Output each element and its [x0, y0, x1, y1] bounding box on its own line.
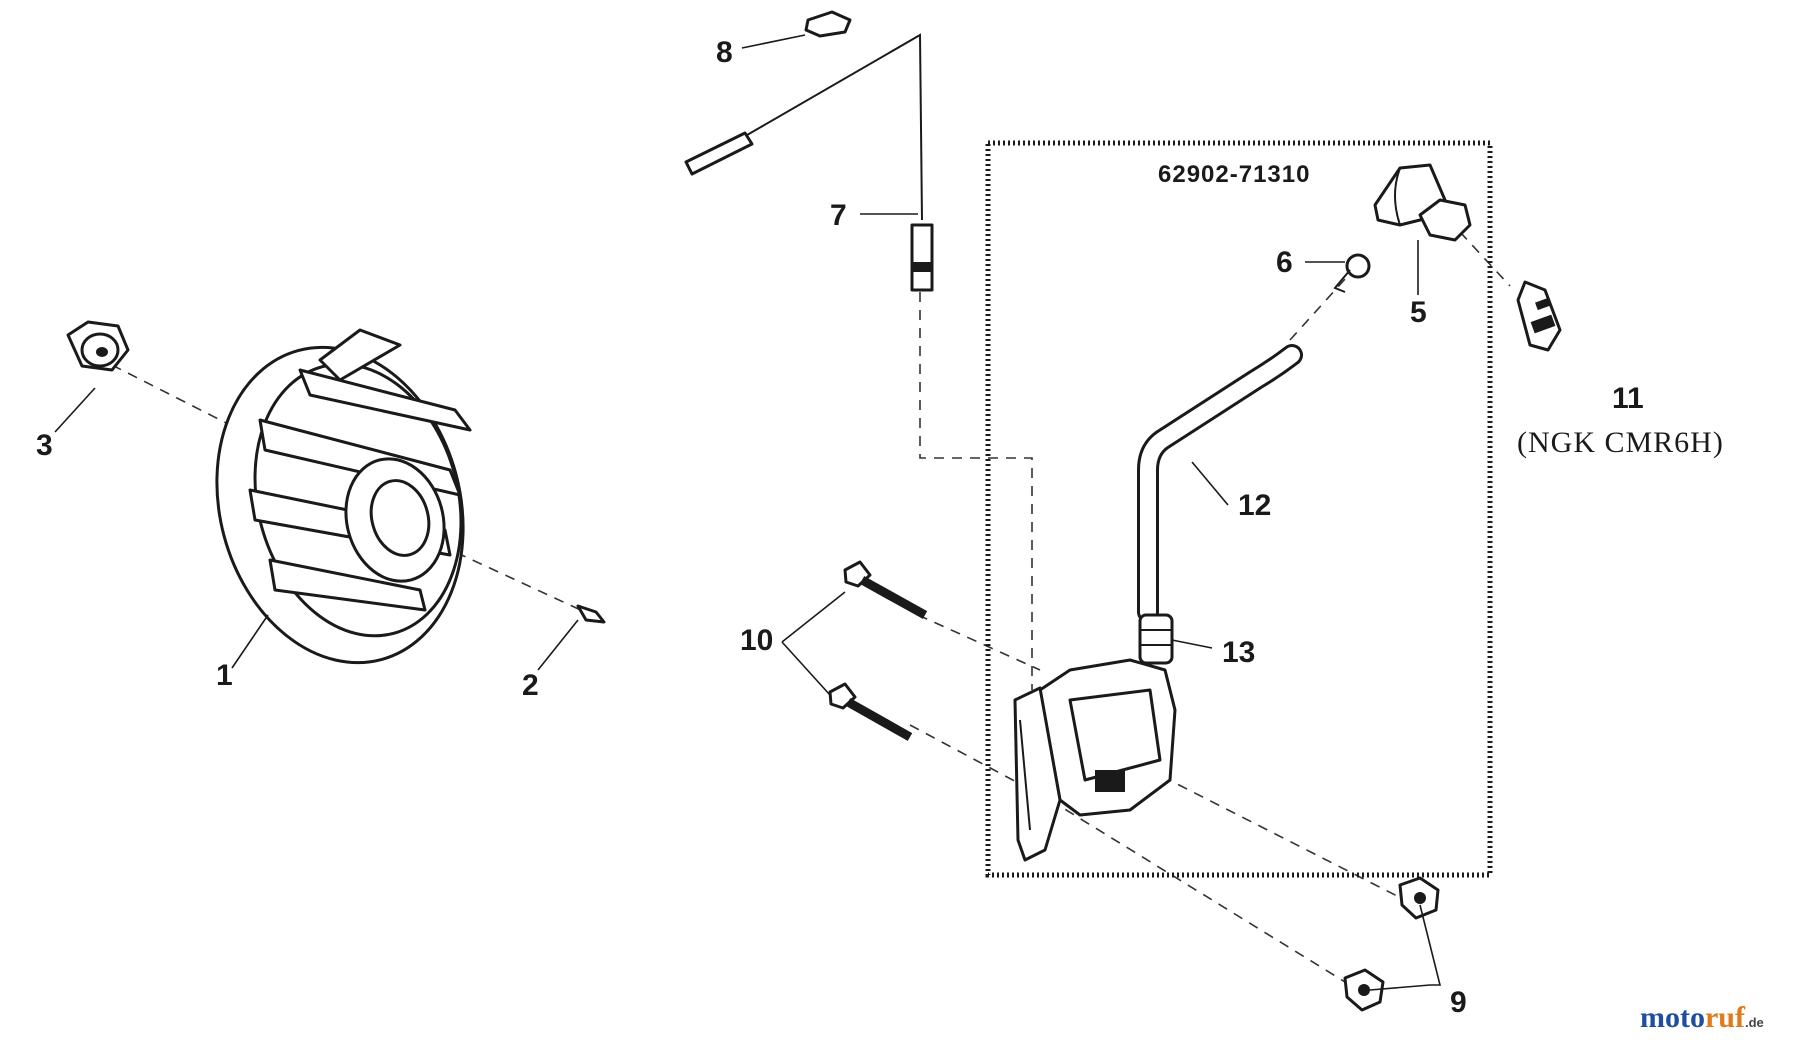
watermark-logo: motoruf.de	[1640, 1001, 1764, 1034]
flywheel-nut-part	[66, 320, 130, 372]
watermark-suffix: ruf	[1705, 1001, 1746, 1034]
ignition-coil-part	[1013, 658, 1177, 862]
callout-8: 8	[716, 36, 733, 69]
grommet-part	[804, 10, 852, 38]
callout-5: 5	[1410, 296, 1427, 329]
ignition-coil-assembly-box	[985, 140, 1493, 878]
ignition-lead-part	[1137, 344, 1303, 623]
spark-plug-part	[1516, 280, 1562, 352]
woodruff-key-part	[576, 604, 606, 624]
callout-labels: 1 2 3 5 6 7 8 9 10 11 12 13	[36, 36, 1644, 1019]
callout-10: 10	[740, 624, 773, 657]
watermark-tld: .de	[1745, 1015, 1764, 1030]
callout-3: 3	[36, 429, 53, 462]
callout-7: 7	[830, 199, 847, 232]
callout-13: 13	[1222, 636, 1255, 669]
callout-11: 11	[1612, 382, 1644, 415]
lead-boot-part	[1138, 613, 1174, 665]
coil-nuts-part	[1343, 876, 1440, 1012]
leader-lines	[54, 34, 1442, 991]
callout-12: 12	[1238, 489, 1271, 522]
watermark-prefix: moto	[1640, 1001, 1705, 1034]
flywheel-part	[215, 328, 472, 665]
spark-plug-spec: (NGK CMR6H)	[1517, 426, 1724, 459]
svg-text:motoruf.de: motoruf.de	[1640, 1001, 1764, 1034]
coil-bolts-part	[828, 560, 928, 741]
spring-part	[1333, 253, 1371, 293]
callout-6: 6	[1276, 246, 1293, 279]
assembly-part-number: 62902-71310	[1158, 161, 1310, 188]
stop-wire-part	[684, 33, 934, 292]
plug-cap-part	[1373, 163, 1472, 242]
callout-9: 9	[1450, 986, 1467, 1019]
callout-2: 2	[522, 669, 539, 702]
callout-1: 1	[216, 659, 233, 692]
